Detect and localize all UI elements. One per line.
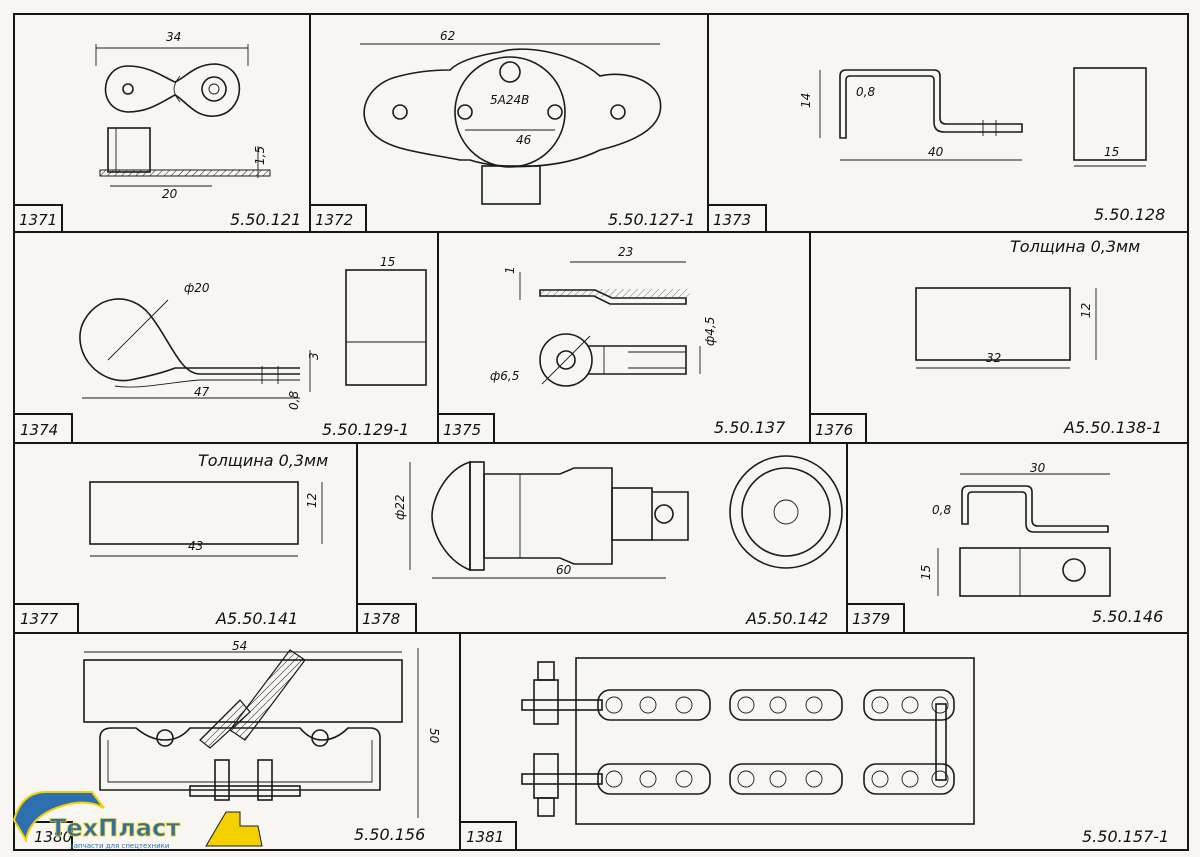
dim-1377-0: 12 [305, 493, 319, 508]
loader-icon [205, 811, 263, 847]
dim-1379-1: 0,8 [932, 503, 951, 517]
part-code-1380: 5.50.156 [354, 825, 425, 844]
dim-1375-0: 23 [618, 245, 633, 259]
part-drawing-1379 [937, 473, 1111, 597]
part-code-1372: 5.50.127-1 [608, 210, 695, 229]
dim-1373-0: 14 [799, 93, 813, 108]
dim-1374-2: 3 [307, 352, 321, 360]
part-code-1377: А5.50.141 [215, 609, 298, 628]
part-code-1373: 5.50.128 [1094, 205, 1165, 224]
dim-1373-3: 15 [1104, 145, 1119, 159]
dim-1371-2: 20 [162, 187, 178, 201]
dim-1375-2: ф4,5 [703, 317, 717, 346]
dim-1372-1: 46 [516, 133, 532, 147]
part-number-1371: 1371 [19, 211, 57, 229]
excavator-bucket-icon [12, 791, 105, 843]
part-number-1377: 1377 [20, 610, 59, 628]
watermark-logo: ТехПласт запчасти для спецтехники [12, 791, 263, 850]
dim-1372-2: 5A24B [490, 93, 529, 107]
part-code-1375: 5.50.137 [714, 418, 786, 437]
dim-1372-0: 62 [440, 29, 455, 43]
panel-1376: Толщина 0,3мм 12 32 1376 А5.50.138-1 [815, 237, 1162, 439]
dim-1374-0: ф20 [184, 281, 210, 295]
panel-1381: 1381 5.50.157-1 [466, 657, 1169, 846]
part-number-1378: 1378 [362, 610, 400, 628]
watermark-brand: ТехПласт [50, 814, 180, 842]
panel-1377: Толщина 0,3мм 12 43 1377 А5.50.141 [20, 451, 328, 628]
grid-frame [13, 13, 1189, 851]
panel-1375: 23 1 ф4,5 ф6,5 1375 5.50.137 [443, 245, 786, 439]
part-number-1381: 1381 [466, 828, 504, 846]
part-code-1379: 5.50.146 [1092, 607, 1163, 626]
dim-1380-1: 50 [427, 728, 441, 744]
watermark-tagline: запчасти для спецтехники [70, 842, 169, 850]
part-drawing-1372 [360, 43, 662, 205]
panel-1379: 30 0,8 15 1379 5.50.146 [852, 461, 1163, 628]
dim-1374-1: 15 [380, 255, 395, 269]
part-drawing-1371 [95, 44, 271, 187]
dim-1376-1: 32 [986, 351, 1001, 365]
panel-1371: 34 1,5 20 1371 5.50.121 [19, 30, 301, 229]
panel-1373: 14 0,8 40 15 1373 5.50.128 [713, 67, 1165, 229]
part-drawing-1375 [519, 261, 701, 387]
part-code-1376: А5.50.138-1 [1063, 418, 1162, 437]
part-number-1374: 1374 [20, 421, 58, 439]
part-code-1374: 5.50.129-1 [322, 420, 409, 439]
part-drawing-1380 [83, 648, 419, 818]
part-number-1375: 1375 [443, 421, 481, 439]
dim-1379-0: 30 [1030, 461, 1046, 475]
part-code-1381: 5.50.157-1 [1082, 827, 1169, 846]
dim-1373-1: 0,8 [856, 85, 875, 99]
part-code-1378: А5.50.142 [745, 609, 828, 628]
dim-1371-1: 1,5 [253, 146, 267, 165]
part-number-1380: 1380 [34, 828, 72, 846]
panel-1380: 54 50 1380 5.50.156 [34, 639, 441, 846]
part-drawing-1374 [79, 269, 427, 399]
part-drawing-1376 [915, 287, 1097, 369]
thickness-note-1377: Толщина 0,3мм [198, 451, 328, 470]
part-code-1371: 5.50.121 [230, 210, 301, 229]
part-number-1373: 1373 [713, 211, 751, 229]
dim-1379-2: 15 [919, 565, 933, 580]
dim-1380-0: 54 [232, 639, 247, 653]
dim-1375-1: 1 [503, 266, 517, 274]
part-number-1379: 1379 [852, 610, 890, 628]
panel-1378: ф22 60 1378 А5.50.142 [362, 455, 843, 628]
part-drawing-1377 [89, 481, 323, 557]
dim-1374-3: 0,8 [287, 391, 301, 410]
part-drawing-1373 [819, 67, 1147, 167]
part-drawing-1378 [409, 455, 843, 579]
part-number-1376: 1376 [815, 421, 853, 439]
dim-1375-3: ф6,5 [490, 369, 519, 383]
dim-1374-4: 47 [194, 385, 210, 399]
dim-1376-0: 12 [1079, 303, 1093, 318]
thickness-note-1376: Толщина 0,3мм [1010, 237, 1140, 256]
part-drawing-1381 [521, 657, 975, 825]
panel-1374: ф20 15 3 0,8 47 1374 5.50.129-1 [20, 255, 427, 439]
panel-1372: 62 46 5A24B 1372 5.50.127-1 [315, 29, 695, 229]
dim-1377-1: 43 [188, 539, 203, 553]
dim-1378-0: ф22 [393, 494, 407, 520]
dim-1378-1: 60 [556, 563, 572, 577]
part-number-1372: 1372 [315, 211, 353, 229]
dim-1373-2: 40 [928, 145, 944, 159]
dim-1371-0: 34 [166, 30, 181, 44]
